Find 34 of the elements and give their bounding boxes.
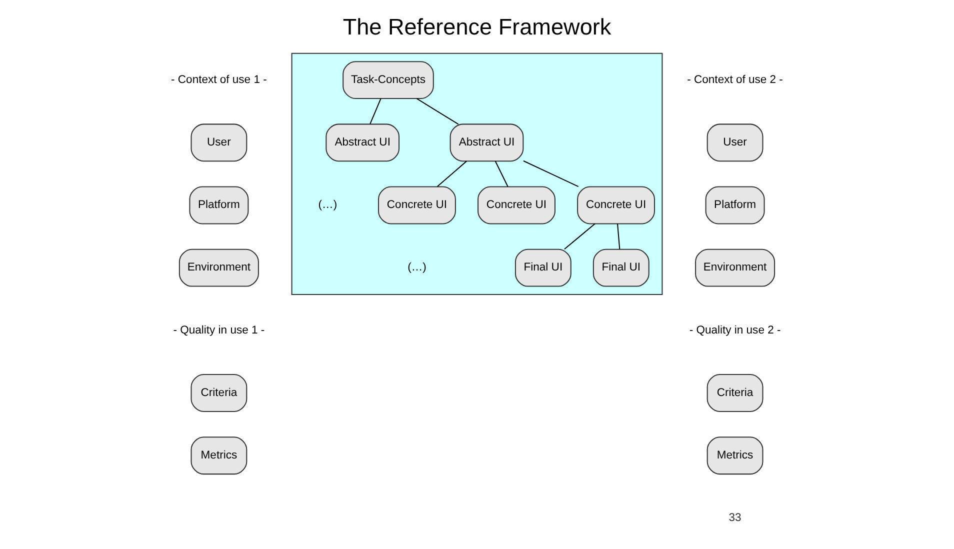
connector <box>494 160 508 187</box>
node-box: Criteria <box>190 374 248 412</box>
node-box: User <box>190 124 248 162</box>
connector <box>437 160 467 187</box>
connector <box>523 160 579 188</box>
connector <box>564 223 596 250</box>
node-box: Abstract UI <box>326 124 400 162</box>
connector <box>617 224 620 250</box>
node-box: Platform <box>705 186 765 224</box>
node-box: Final UI <box>514 248 572 287</box>
node-box: Abstract UI <box>450 124 524 162</box>
node-box: Metrics <box>706 436 764 475</box>
node-box: Task-Concepts <box>342 61 434 100</box>
node-box: Environment <box>695 248 776 287</box>
label: - Quality in use 2 - <box>689 324 781 336</box>
label: (…) <box>318 199 338 212</box>
node-box: Concrete UI <box>577 186 656 224</box>
connector <box>416 98 459 125</box>
node-box: Concrete UI <box>378 186 456 224</box>
label: (…) <box>408 262 426 274</box>
label: - Context of use 1 - <box>171 74 267 86</box>
node-box: Final UI <box>592 248 650 287</box>
label: - Quality in use 1 - <box>173 324 265 336</box>
node-box: User <box>706 124 764 162</box>
connector <box>370 98 382 124</box>
label: - Context of use 2 - <box>687 74 783 86</box>
node-box: Concrete UI <box>478 186 556 224</box>
node-box: Metrics <box>190 436 248 475</box>
label: 33 <box>728 512 742 524</box>
node-box: Criteria <box>706 374 764 412</box>
diagram-title: The Reference Framework <box>342 14 612 40</box>
cluster <box>291 52 663 296</box>
node-box: Platform <box>189 186 249 224</box>
node-box: Environment <box>178 248 259 287</box>
